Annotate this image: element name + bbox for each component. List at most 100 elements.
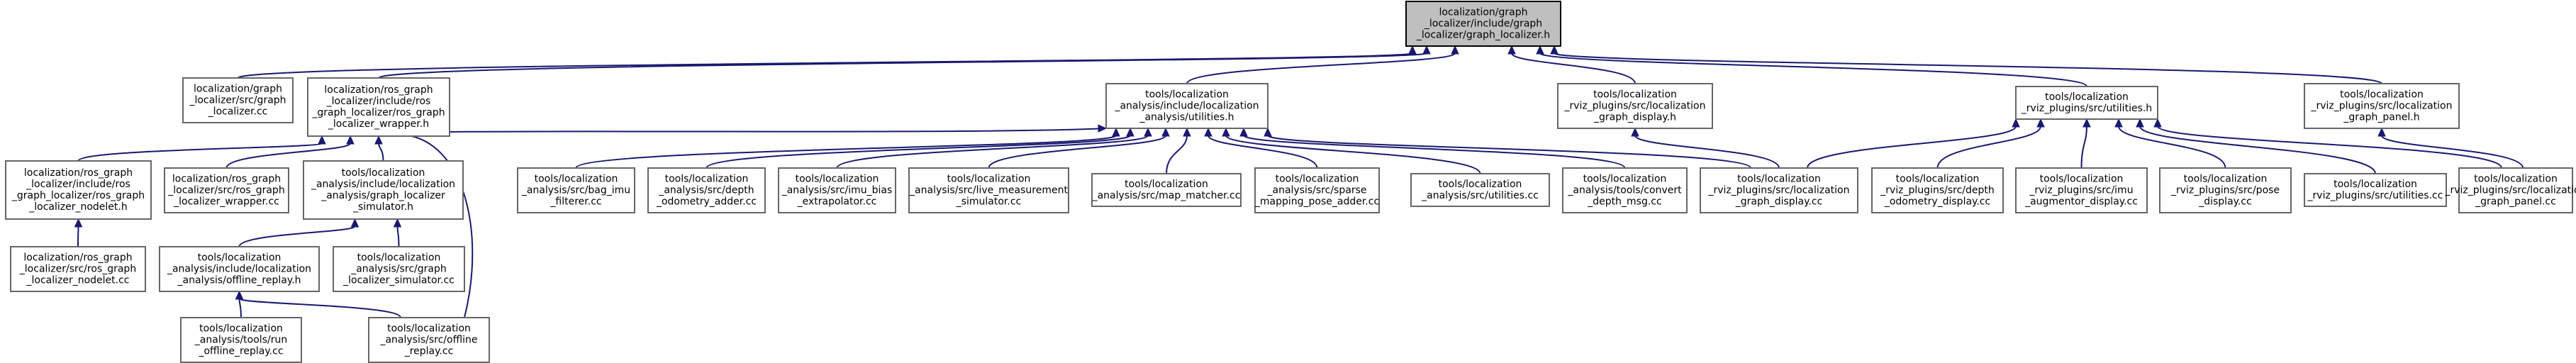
node-graph-panel-h[interactable]: tools/localization_rviz_plugins/src/loca… [2304, 83, 2460, 129]
edge-line [2157, 125, 2502, 169]
node-wrapper-cc[interactable]: localization/ros_graph_localizer/src/ros… [164, 167, 289, 213]
node-convert-depth-msg[interactable]: tools/localization_analysis/tools/conver… [1562, 167, 1688, 213]
node-label-line: localization/ros_graph [23, 252, 132, 264]
node-label-line: _analysis/offline_replay.h [177, 275, 301, 286]
edge-line [1936, 125, 2041, 169]
node-root[interactable]: localization/graph_localizer/include/gra… [1405, 1, 1561, 47]
node-label-line: _localizer.cc [208, 106, 268, 118]
node-label-line: tools/localization [665, 174, 749, 185]
arrow-head [318, 135, 326, 145]
node-label-line: tools/localization [1125, 179, 1208, 190]
node-offline-replay-cc[interactable]: tools/localization_analysis/src/offline_… [368, 317, 490, 363]
node-label-line: tools/localization [2474, 174, 2558, 185]
node-label-line: _analysis/src/imu_bias [781, 185, 893, 196]
arrow-head [1264, 127, 1272, 137]
edge-line [77, 225, 79, 247]
node-label-line: _analysis/src/bag_imu [521, 185, 630, 196]
edge-offline-replay-cc-to-offline-replay-h [235, 290, 401, 318]
node-label-line: _rviz_plugins/src/localization [2444, 185, 2576, 196]
arrow-head [1112, 127, 1120, 137]
node-map-matcher[interactable]: tools/localization_analysis/src/map_matc… [1091, 173, 1242, 207]
node-label-line: _mapping_pose_adder.cc [1254, 196, 1379, 208]
edge-line [575, 135, 1117, 169]
node-label-line: _localizer_nodelet.cc [26, 275, 129, 286]
edge-map-matcher-to-loc-utilities-h [1166, 127, 1191, 174]
node-label-line: _analysis/include/localization [1114, 101, 1259, 112]
node-loc-utilities-h[interactable]: tools/localization_analysis/include/loca… [1105, 83, 1269, 129]
node-rviz-utilities-cc[interactable]: tools/localization_rviz_plugins/src/util… [2304, 173, 2447, 207]
node-box [517, 167, 635, 213]
node-analysis-utilities-cc[interactable]: tools/localization_analysis/src/utilitie… [1410, 173, 1550, 207]
node-depth-odometry-display[interactable]: tools/localization_rviz_plugins/src/dept… [1871, 167, 2004, 213]
node-graph-display-cc[interactable]: tools/localization_rviz_plugins/src/loca… [1700, 167, 1858, 213]
node-run-offline-replay[interactable]: tools/localization_analysis/tools/run_of… [180, 317, 302, 363]
node-label-line: _localizer/include/ros [26, 179, 130, 190]
node-bag-imu-filterer[interactable]: tools/localization_analysis/src/bag_imu_… [517, 167, 635, 213]
node-label-line: tools/localization [1593, 89, 1677, 101]
node-box [159, 246, 320, 292]
node-label-line: _graph_localizer/ros_graph [311, 107, 445, 118]
node-nodelet-cc[interactable]: localization/ros_graph_localizer/src/ros… [10, 246, 146, 292]
edge-imu-augmentor-display-to-rviz-utilities-h [2080, 118, 2091, 169]
edge-line [396, 225, 400, 247]
node-box [368, 317, 490, 363]
arrow-head [74, 218, 83, 228]
edge-line [238, 225, 356, 247]
node-label-line: tools/localization [796, 174, 879, 185]
arrow-head [235, 290, 244, 300]
node-live-measurement-simulator[interactable]: tools/localization_analysis/src/live_mea… [908, 167, 1069, 213]
node-box [2304, 173, 2447, 207]
arrow-head [1451, 45, 1459, 55]
node-imu-bias-extrapolator[interactable]: tools/localization_analysis/src/imu_bias… [778, 167, 896, 213]
node-label-line: _graph_display.cc [1735, 196, 1823, 208]
edge-line [2139, 125, 2376, 174]
node-offline-replay-h[interactable]: tools/localization_analysis/include/loca… [159, 246, 320, 292]
node-box [908, 167, 1069, 213]
node-imu-augmentor-display[interactable]: tools/localization_rviz_plugins/src/imu_… [2015, 167, 2148, 213]
node-pose-display[interactable]: tools/localization_rviz_plugins/src/pose… [2159, 167, 2292, 213]
node-ros-wrapper-h[interactable]: localization/ros_graph_localizer/include… [307, 77, 450, 137]
edge-wrapper-cc-to-ros-wrapper-h [225, 135, 355, 169]
edge-line [836, 135, 1149, 169]
edge-offline-replay-h-to-simulator-h [238, 218, 359, 247]
node-nodelet-h[interactable]: localization/ros_graph_localizer/include… [5, 160, 152, 220]
node-box [333, 246, 465, 292]
node-label-line: tools/localization [387, 323, 471, 335]
node-box [1254, 167, 1380, 213]
edge-depth-odometry-display-to-rviz-utilities-h [1936, 118, 2045, 169]
edge-line [2381, 135, 2524, 169]
node-rviz-utilities-h[interactable]: tools/localization_rviz_plugins/src/util… [2015, 86, 2158, 120]
edge-line [2118, 125, 2226, 169]
node-graph-localizer-cc[interactable]: localization/graph_localizer/src/graph_l… [182, 77, 294, 123]
arrow-head [1144, 127, 1152, 137]
node-box [647, 167, 766, 213]
edge-line [1267, 135, 1751, 169]
arrow-head [2082, 118, 2091, 128]
node-graph-localizer-simulator-cc[interactable]: tools/localization_analysis/src/graph_lo… [333, 246, 465, 292]
node-label-line: _analysis/src/depth [658, 185, 754, 196]
edge-line [399, 128, 1107, 318]
node-label-line: _depth_msg.cc [1587, 196, 1661, 208]
node-depth-odometry-adder[interactable]: tools/localization_analysis/src/depth_od… [647, 167, 766, 213]
node-label-line: _analysis/src/utilities.cc [1421, 190, 1539, 201]
edge-graph-localizer-simulator-cc-to-simulator-h [393, 218, 402, 247]
arrow-head [1239, 127, 1248, 137]
node-graph-panel-cc[interactable]: tools/localization_rviz_plugins/src/loca… [2444, 167, 2576, 213]
node-label-line: tools/localization [1145, 89, 1229, 101]
arrow-head [393, 218, 402, 228]
node-simulator-h[interactable]: tools/localization_analysis/include/loca… [303, 160, 464, 220]
edge-nodelet-cc-to-nodelet-h [74, 218, 83, 247]
node-box [1562, 167, 1688, 213]
node-graph-display-h[interactable]: tools/localization_rviz_plugins/src/loca… [1557, 83, 1713, 129]
node-label-line: _offline_replay.cc [198, 346, 283, 357]
node-box [2015, 86, 2158, 120]
node-label-line: _graph_localizer/ros_graph [11, 190, 145, 201]
node-label-line: _analysis/graph_localizer [320, 190, 445, 201]
arrow-head [1408, 45, 1417, 55]
node-label-line: _localizer_simulator.cc [342, 275, 455, 286]
node-sparse-mapping-pose-adder[interactable]: tools/localization_analysis/src/sparse_m… [1254, 167, 1380, 213]
arrow-head [1631, 127, 1639, 137]
node-label-line: localization/ros_graph [24, 167, 133, 179]
node-label-line: _simulator.cc [956, 196, 1022, 208]
